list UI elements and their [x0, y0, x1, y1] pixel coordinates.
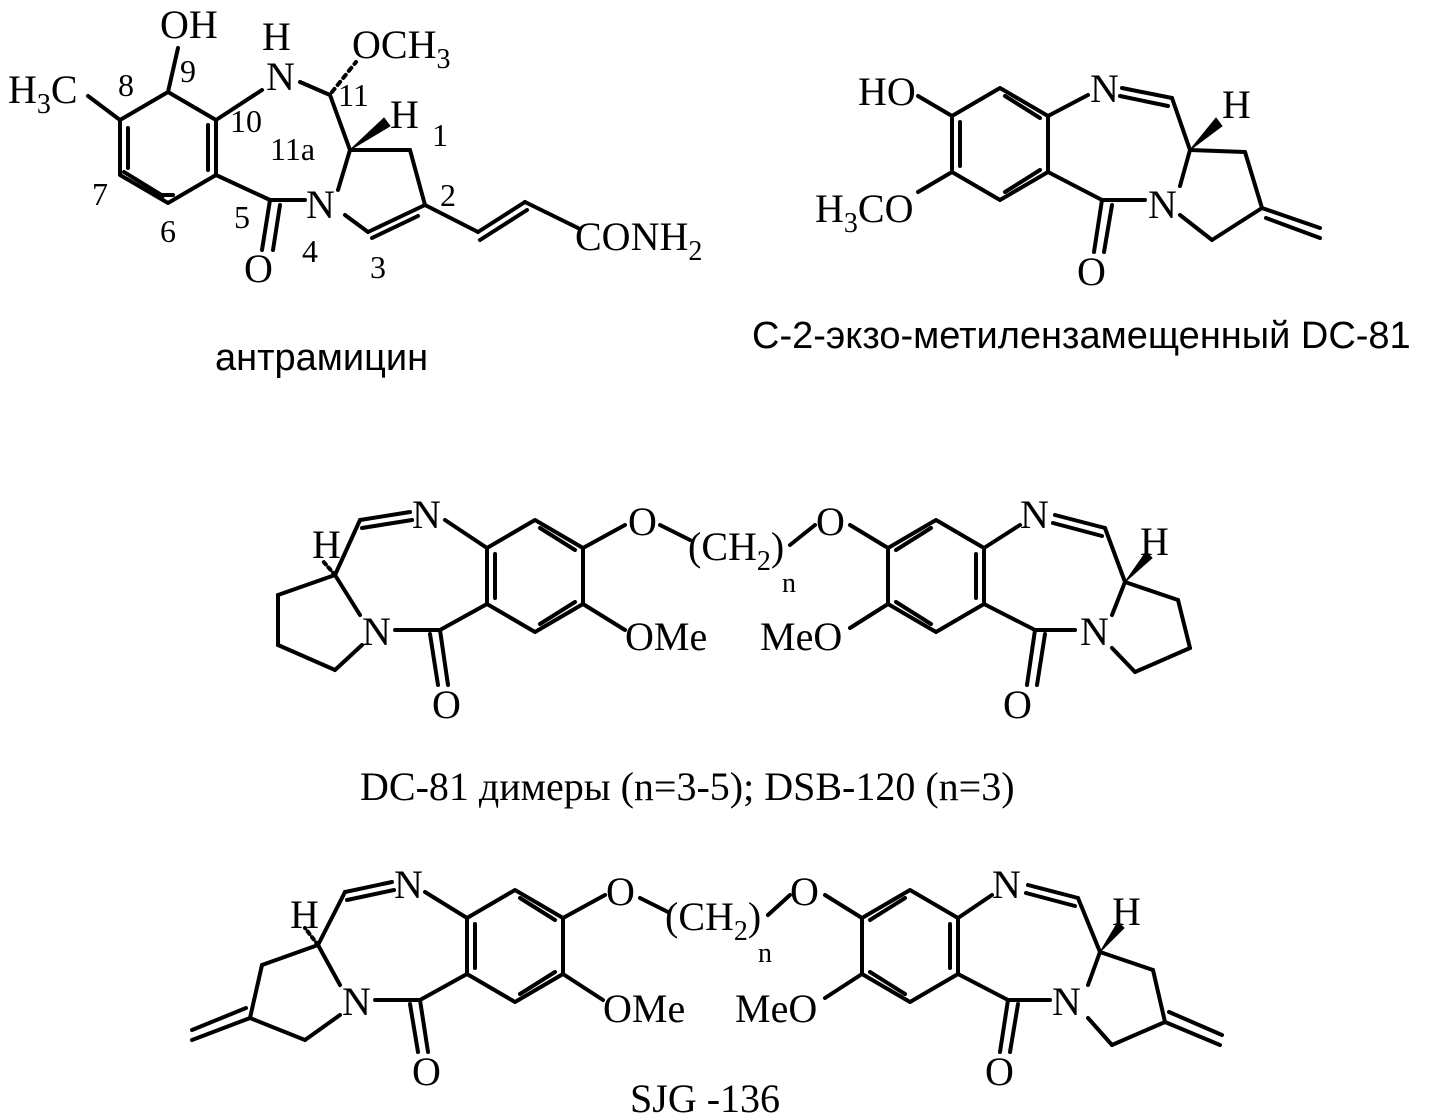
locant-11a: 11a — [270, 131, 315, 167]
sjg-meo-right-label: MeO — [735, 986, 817, 1031]
sjg136-bonds — [190, 880, 1224, 1054]
dimer-ch2-linker-label: (CH2) — [688, 524, 784, 577]
locant-10: 10 — [230, 103, 262, 139]
dimer-h-left-label: H — [312, 522, 341, 567]
locant-6: 6 — [160, 213, 176, 249]
sjg-carbonyl-o-right-label: O — [985, 1049, 1014, 1094]
locant-2: 2 — [440, 177, 456, 213]
anthramycin-locants: 9 8 10 11 11a 1 7 6 5 4 3 2 — [92, 53, 456, 285]
sjg-n-imine-left-label: N — [394, 862, 423, 907]
sjg-h-left-label: H — [290, 892, 319, 937]
dc81-dimer-right-stereo-wedge — [1124, 551, 1153, 583]
sjg136-right-stereo-wedge — [1099, 921, 1125, 953]
anthramycin-nh-h-label: H — [262, 14, 291, 59]
sjg-n-amide-left-label: N — [342, 979, 371, 1024]
dc81-exo-n-amide-label: N — [1148, 182, 1177, 227]
anthramycin-conh2-label: CONH2 — [575, 214, 702, 267]
dc81-dimer-caption: DC-81 димеры (n=3-5); DSB-120 (n=3) — [360, 764, 1015, 809]
dimer-n-imine-left-label: N — [412, 492, 441, 537]
locant-7: 7 — [92, 176, 108, 212]
sjg-n-amide-right-label: N — [1052, 979, 1081, 1024]
dc81-dimer-bonds — [276, 510, 1192, 687]
dimer-n-amide-right-label: N — [1080, 609, 1109, 654]
locant-11: 11 — [338, 77, 369, 113]
anthramycin-stereo-wedge — [349, 117, 391, 151]
dimer-o-left-label: O — [628, 499, 657, 544]
locant-4: 4 — [302, 233, 318, 269]
dimer-n-amide-left-label: N — [362, 609, 391, 654]
sjg-n-imine-right-label: N — [992, 862, 1021, 907]
anthramycin-n4-label: N — [306, 182, 335, 227]
anthramycin-nh-n-label: N — [266, 54, 295, 99]
anthramycin-caption: антрамицин — [215, 337, 428, 379]
sjg-h-right-label: H — [1112, 889, 1141, 934]
dc81-exo-bonds — [916, 86, 1322, 254]
locant-9: 9 — [180, 53, 196, 89]
locant-8: 8 — [118, 67, 134, 103]
anthramycin-och3-label: OCH3 — [352, 22, 450, 75]
sjg-ch2-linker-label: (CH2) — [665, 894, 761, 947]
anthramycin-carbonyl-o-label: O — [244, 246, 273, 291]
dimer-o-right-label: O — [816, 499, 845, 544]
dimer-ome-left-label: OMe — [625, 614, 707, 659]
dc81-exo-carbonyl-o-label: O — [1077, 249, 1106, 294]
dimer-n-imine-right-label: N — [1020, 492, 1049, 537]
sjg136-caption: SJG -136 — [630, 1076, 780, 1119]
dimer-meo-right-label: MeO — [760, 614, 842, 659]
dc81-dimer-structure: H N O (CH2) n O N H N OMe MeO N O O DC-8… — [276, 492, 1192, 809]
sjg136-structure: H N O (CH2) n O N H N OMe MeO N O O SJG … — [190, 862, 1224, 1119]
sjg-o-right-label: O — [790, 869, 819, 914]
dc81-exo-h-stereo-label: H — [1222, 82, 1251, 127]
dc81-exo-structure: HO N H H3CO N O C-2-экзо-метилензамещенн… — [752, 66, 1411, 357]
anthramycin-structure: OH H3C H N OCH3 H N O CONH2 9 8 10 11 11… — [8, 2, 702, 379]
dc81-exo-caption: C-2-экзо-метилензамещенный DC-81 — [752, 315, 1411, 357]
sjg-n-subscript: n — [758, 938, 772, 969]
dimer-carbonyl-o-left-label: O — [432, 682, 461, 727]
dc81-exo-h3co-label: H3CO — [815, 186, 913, 239]
sjg-o-left-label: O — [606, 869, 635, 914]
dimer-h-right-label: H — [1140, 519, 1169, 564]
dimer-carbonyl-o-right-label: O — [1003, 682, 1032, 727]
dc81-exo-ho-label: HO — [858, 69, 916, 114]
locant-1: 1 — [432, 117, 448, 153]
anthramycin-oh-label: OH — [160, 2, 218, 47]
locant-3: 3 — [370, 249, 386, 285]
anthramycin-h-stereo-label: H — [390, 92, 419, 137]
dc81-exo-stereo-wedge — [1189, 117, 1223, 151]
dc81-exo-n-imine-label: N — [1090, 66, 1119, 111]
anthramycin-h3c-label: H3C — [8, 67, 78, 120]
dimer-n-subscript: n — [782, 568, 796, 599]
anthramycin-bonds — [86, 46, 580, 252]
sjg-ome-left-label: OMe — [603, 986, 685, 1031]
locant-5: 5 — [234, 199, 250, 235]
sjg-carbonyl-o-left-label: O — [412, 1049, 441, 1094]
